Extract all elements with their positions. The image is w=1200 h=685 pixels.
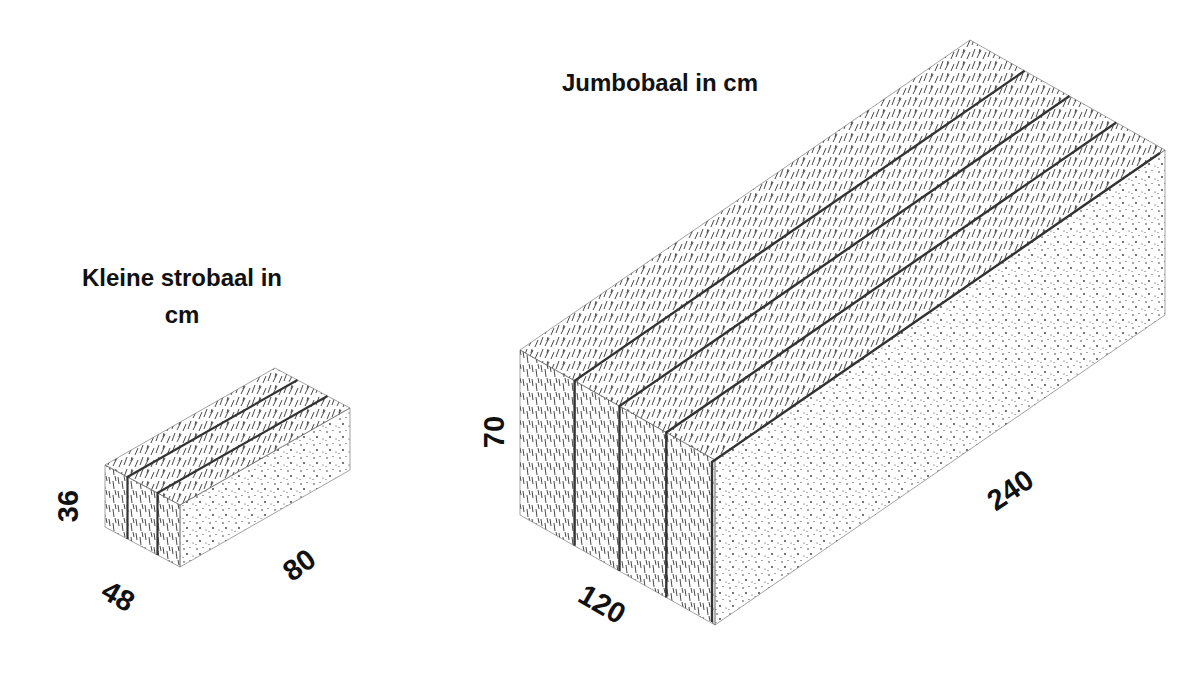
dimension-label: 36: [52, 490, 84, 522]
dimension-label: 80: [277, 543, 322, 588]
dimension-label: 48: [96, 574, 140, 618]
dimension-label: 70: [478, 416, 510, 448]
bale-heading: Jumbobaal in cm: [562, 64, 758, 101]
dimension-label: 240: [981, 463, 1039, 517]
small-bale: [105, 368, 350, 567]
dimension-label: 120: [573, 578, 631, 630]
jumbo-bale: [520, 40, 1165, 625]
bale-heading: Kleine strobaal in cm: [67, 259, 297, 333]
